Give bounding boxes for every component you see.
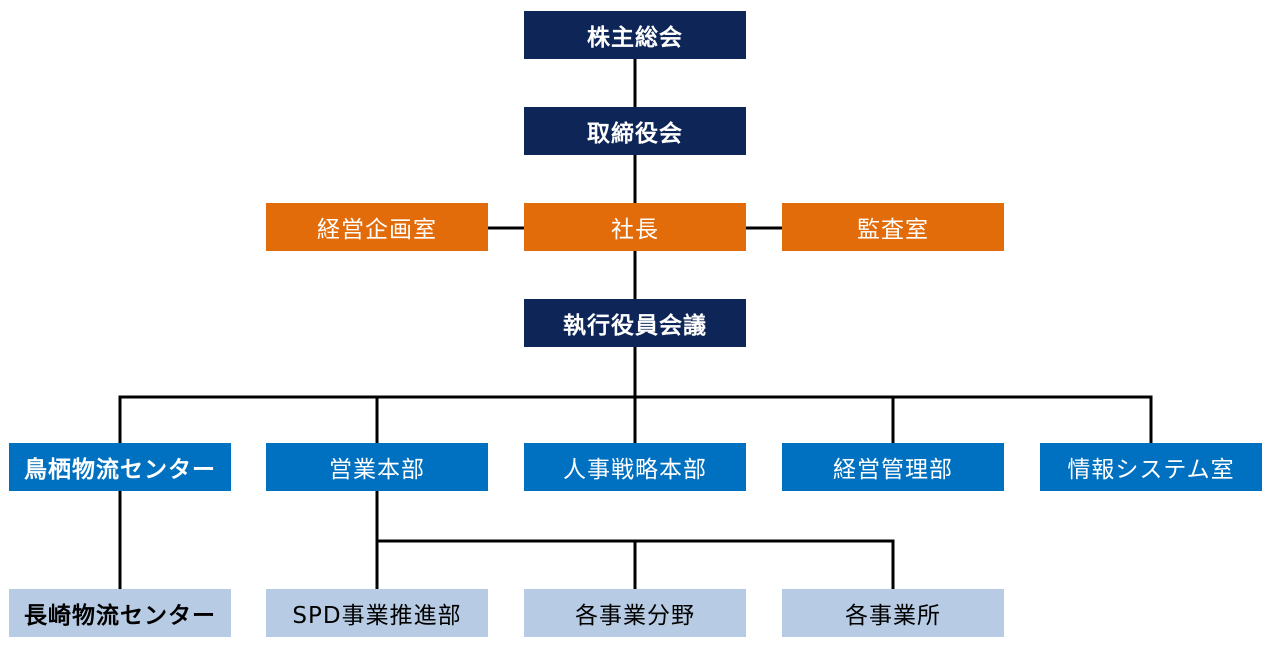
- node-sales-division: 営業本部: [266, 443, 488, 491]
- node-spd-promotion-dept: SPD事業推進部: [266, 589, 488, 637]
- node-corporate-planning: 経営企画室: [266, 203, 488, 251]
- node-nagasaki-logistics-center: 長崎物流センター: [9, 589, 231, 637]
- node-president: 社長: [524, 203, 746, 251]
- node-shareholders-meeting: 株主総会: [524, 11, 746, 59]
- node-executive-committee: 執行役員会議: [524, 299, 746, 347]
- node-audit-office: 監査室: [782, 203, 1004, 251]
- node-board-of-directors: 取締役会: [524, 107, 746, 155]
- node-business-offices: 各事業所: [782, 589, 1004, 637]
- node-information-systems-office: 情報システム室: [1040, 443, 1262, 491]
- node-business-management-dept: 経営管理部: [782, 443, 1004, 491]
- node-hr-strategy-division: 人事戦略本部: [524, 443, 746, 491]
- node-business-fields: 各事業分野: [524, 589, 746, 637]
- node-tosu-logistics-center: 鳥栖物流センター: [9, 443, 231, 491]
